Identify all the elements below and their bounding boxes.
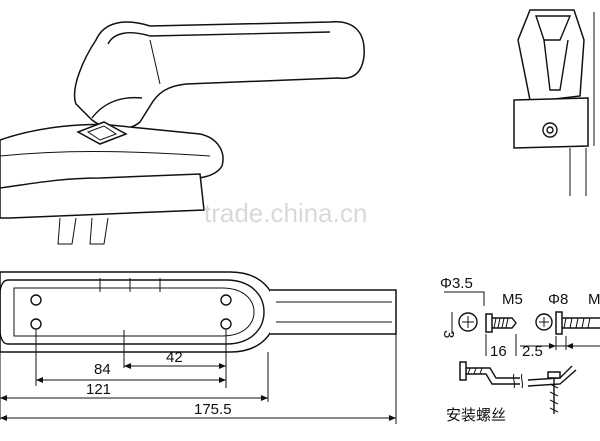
- installation-screws-caption: 安装螺丝: [446, 406, 506, 424]
- watermark-text: trade.china.cn: [204, 198, 367, 228]
- sixteen-label: 16: [490, 343, 507, 360]
- handle-bottom-view: 84 42 121 175.5: [0, 271, 397, 424]
- m-label: M: [588, 291, 600, 308]
- dim-42-label: 42: [166, 349, 183, 366]
- dim-121-label: 121: [86, 381, 111, 398]
- two5-label: 2.5: [522, 343, 543, 360]
- handle-perspective-view: [0, 21, 365, 245]
- dim-175-label: 175.5: [194, 401, 232, 418]
- m5-label: M5: [502, 291, 523, 308]
- dim-84-label: 84: [94, 361, 111, 378]
- phi35-label: Φ3.5: [440, 275, 473, 292]
- handle-side-view: 62: [513, 9, 595, 196]
- phi8-label: Φ8: [548, 291, 568, 308]
- screws-detail: Φ3.5 M5 Φ8 M 3 16 2.5: [440, 275, 600, 424]
- three-label: 3: [440, 330, 457, 338]
